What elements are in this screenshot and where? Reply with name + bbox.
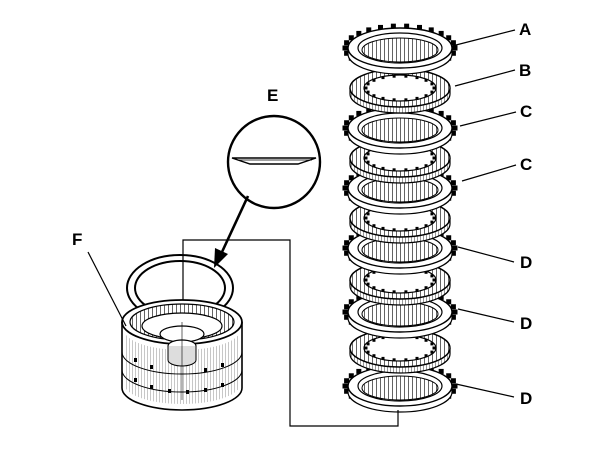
leader-line-b [454, 69, 516, 87]
label-a: A [519, 20, 531, 39]
label-d-first: D [520, 253, 532, 272]
steel-plate [342, 23, 458, 75]
label-d-second: D [520, 314, 532, 333]
leader-line-d3 [455, 383, 515, 398]
leader-line-d1 [457, 246, 515, 263]
label-c-first: C [520, 102, 532, 121]
label-d-third: D [520, 389, 532, 408]
detail-magnifier-e [226, 114, 322, 210]
leader-line-c1 [459, 111, 517, 127]
steel-plate [342, 103, 458, 155]
label-c-second: C [520, 155, 532, 174]
leader-line-c2 [461, 164, 517, 182]
detail-arrow [214, 195, 250, 268]
snap-ring-cross-section [231, 157, 317, 165]
clutch-disc-stack [342, 23, 458, 413]
friction-disc [349, 260, 451, 306]
leader-line-a [451, 29, 516, 47]
friction-disc [349, 328, 451, 374]
assembly-bracket-line [182, 239, 399, 427]
label-f: F [72, 230, 82, 249]
leader-line-f [87, 251, 127, 327]
clutch-drum [121, 299, 243, 411]
label-e: E [267, 86, 278, 105]
inner-splines [364, 74, 436, 102]
leader-lines [451, 29, 517, 398]
label-b: B [519, 61, 531, 80]
friction-disc [349, 68, 451, 114]
leader-line-d2 [457, 308, 515, 323]
